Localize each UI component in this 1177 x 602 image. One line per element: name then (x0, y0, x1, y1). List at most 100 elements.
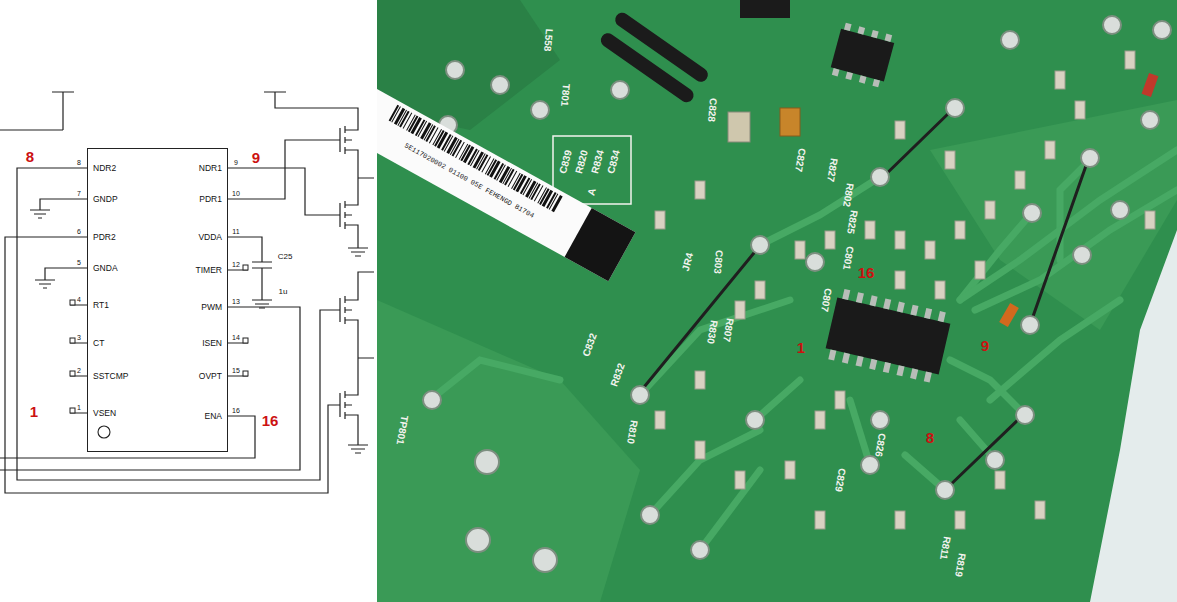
solder-pad (806, 253, 824, 271)
ic-chip (823, 288, 952, 384)
solder-pad (1021, 316, 1039, 334)
pcb-trace (760, 177, 880, 245)
schematic-wire (35, 268, 70, 288)
smd-part (1015, 171, 1025, 189)
chip (871, 30, 879, 38)
open-pin-marker (70, 300, 75, 305)
pin-number: 6 (77, 228, 81, 235)
solder-pad (746, 411, 764, 429)
chip (845, 72, 853, 80)
wire-jumper (640, 110, 1088, 490)
pin-number: 8 (77, 159, 81, 166)
smd-part (895, 121, 905, 139)
pin-number: 7 (77, 190, 81, 197)
pcb-trace (850, 400, 870, 465)
solder-pad (611, 81, 629, 99)
ic-chip (924, 308, 932, 319)
wire-jumper (640, 248, 758, 392)
smd-part (985, 201, 995, 219)
pcb-trace (700, 470, 760, 550)
part-label: C25 (278, 253, 293, 261)
open-pin-marker (243, 371, 248, 376)
wire-jumper (880, 110, 952, 180)
ic-chip (828, 289, 946, 383)
ic-chip (869, 359, 877, 370)
silkscreen-label: C828 (706, 98, 718, 123)
smd-part (815, 511, 825, 529)
ic-chip (896, 365, 904, 376)
smd-part (995, 471, 1005, 489)
pin-name: PDR1 (199, 194, 222, 204)
ic-chip (842, 289, 850, 300)
smd-part (655, 211, 665, 229)
ic-chip (938, 311, 946, 322)
solder-pad (751, 236, 769, 254)
solder-pad (631, 386, 649, 404)
ic-chip (856, 292, 864, 303)
schematic-wire (0, 307, 300, 470)
pin-name: RT1 (93, 300, 109, 310)
schematic-wire (70, 168, 87, 413)
pcb-trace (990, 300, 1120, 400)
pcb-trace (430, 360, 560, 400)
mosfet-symbol (335, 115, 358, 165)
smd-part (785, 461, 795, 479)
pin-number: 3 (77, 334, 81, 341)
mosfet-symbol (335, 115, 358, 430)
pcb-trace (960, 150, 1177, 300)
callout-number: 9 (252, 150, 260, 165)
transformer-slot (598, 10, 710, 105)
solder-pad (1153, 21, 1171, 39)
solder-pad (533, 548, 557, 572)
solder-pad (475, 450, 499, 474)
barcode-label (377, 87, 635, 281)
schematic-wire (228, 168, 248, 416)
smd-part (955, 511, 965, 529)
solder-pad (946, 99, 964, 117)
pin-number: 12 (232, 261, 240, 268)
pin-name: GNDA (93, 263, 118, 273)
smd-part (825, 231, 835, 249)
cloth (1090, 230, 1177, 602)
chip (740, 0, 790, 18)
ic-chip (856, 356, 864, 367)
ic-chip (910, 368, 918, 379)
open-pin-marker (70, 265, 248, 413)
barcode-label (565, 208, 636, 281)
smd-part (925, 241, 935, 259)
solder-pad (691, 541, 709, 559)
wire-jumper (1030, 160, 1088, 325)
pcb-trace (950, 360, 1025, 415)
smd-part (1125, 51, 1135, 69)
callout-number: 1 (30, 404, 38, 419)
smd-part (1075, 101, 1085, 119)
diode (1142, 73, 1159, 97)
pin-name: NDR2 (93, 163, 116, 173)
solder-pad (861, 456, 879, 474)
pin-name: NDR1 (199, 163, 222, 173)
solder-pad (641, 506, 659, 524)
silkscreen-label: T801 (559, 83, 571, 107)
callout-number: 9 (981, 338, 989, 353)
schematic-wire (0, 92, 74, 130)
tantalum-capacitor (780, 108, 800, 136)
solder-pad (1001, 31, 1019, 49)
schematic-wire (264, 92, 358, 115)
pin-name: SSTCMP (93, 371, 128, 381)
pcb-photo (930, 100, 1177, 330)
smd-part (895, 231, 905, 249)
smd-part (755, 281, 765, 299)
solder-pad (1016, 406, 1034, 424)
ic-chip (826, 298, 951, 375)
smd-part (975, 261, 985, 279)
smd-part (935, 281, 945, 299)
pin-number: 1 (77, 404, 81, 411)
smd-part (695, 441, 705, 459)
pin-name: CT (93, 338, 104, 348)
solder-pad (466, 528, 490, 552)
solder-pad (1103, 16, 1121, 34)
ic-chip (910, 305, 918, 316)
pcb-trace (975, 190, 1177, 310)
callout-number: 1 (797, 340, 805, 355)
solder-pad (1111, 201, 1129, 219)
